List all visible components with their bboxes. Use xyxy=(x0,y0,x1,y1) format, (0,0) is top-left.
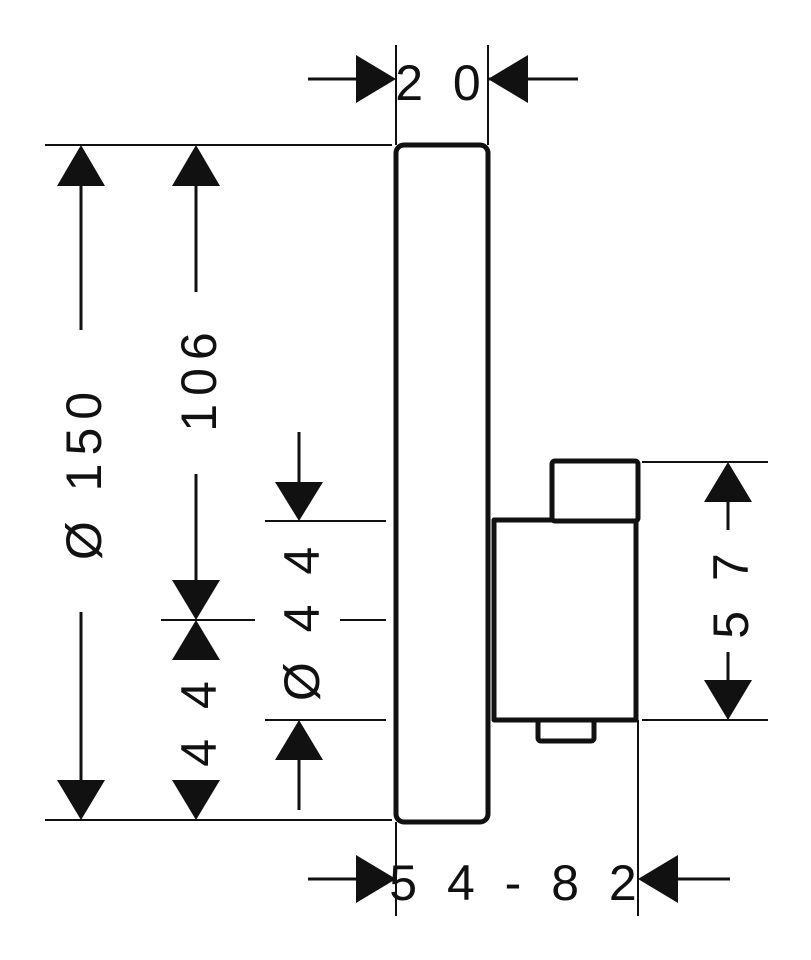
dimension-lower-height: 4 4 xyxy=(171,620,227,820)
arrow-right-icon xyxy=(356,55,396,103)
arrow-up-icon xyxy=(172,620,220,660)
dimension-label-body: 5 7 xyxy=(703,545,759,639)
valve-top xyxy=(549,458,641,524)
dimension-label-overall: Ø 150 xyxy=(56,384,112,560)
dimension-center-diameter: Ø 4 4 xyxy=(274,432,330,810)
arrow-up-icon xyxy=(57,145,105,186)
arrow-left-icon xyxy=(638,855,678,903)
product-outline xyxy=(393,142,641,825)
dimension-label-lower: 4 4 xyxy=(171,673,227,767)
dimension-top-width: 2 0 xyxy=(308,55,578,111)
extension-lines xyxy=(45,45,768,916)
arrow-right-icon xyxy=(356,855,396,903)
arrow-up-icon xyxy=(704,462,752,502)
dimension-label-top: 2 0 xyxy=(395,55,489,111)
arrow-down-icon xyxy=(172,580,220,620)
cover-plate xyxy=(393,142,491,825)
dimension-upper-height: 106 xyxy=(171,145,227,620)
dimension-label-upper: 106 xyxy=(171,324,227,431)
arrow-down-icon xyxy=(172,780,220,820)
arrow-left-icon xyxy=(488,55,528,103)
dimension-label-depth: 5 4 - 8 2 xyxy=(389,855,644,911)
dimension-depth-range: 5 4 - 8 2 xyxy=(308,855,730,911)
arrow-down-icon xyxy=(275,482,323,521)
dimension-label-center: Ø 4 4 xyxy=(274,539,330,701)
dimension-body-height: 5 7 xyxy=(703,462,759,720)
arrow-down-icon xyxy=(57,780,105,820)
arrow-up-icon xyxy=(275,720,323,760)
arrow-up-icon xyxy=(172,145,220,186)
dimension-overall-height: Ø 150 xyxy=(56,145,112,820)
valve-body xyxy=(491,517,639,723)
arrow-down-icon xyxy=(704,680,752,720)
valve-bottom-tab xyxy=(535,717,597,744)
